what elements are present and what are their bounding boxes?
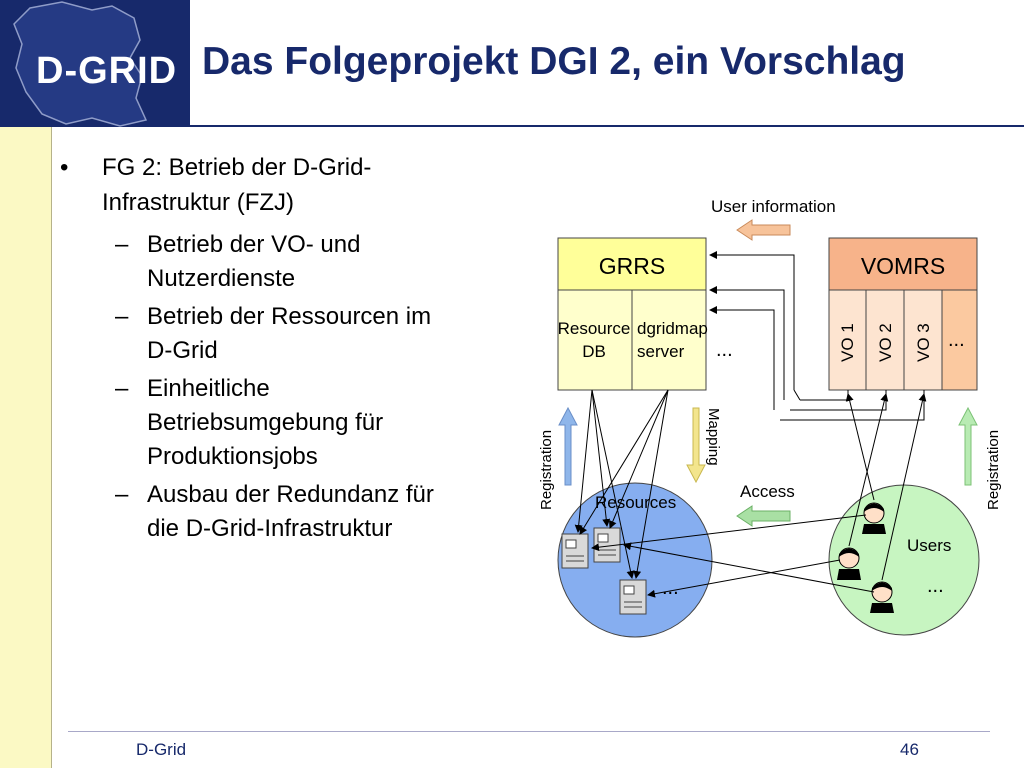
resources-circle [557,482,713,638]
resource-db-label: DB [582,342,606,361]
registration-right-label: Registration [985,430,1002,510]
user-information-label: User information [711,197,836,216]
vo3-label: VO 3 [914,323,933,362]
vo-to-grrs-connections [709,251,925,421]
bullet-main-line2: Infrastruktur (FZJ) [102,189,295,216]
mapping-label: Mapping [705,408,722,466]
users-label: Users [907,536,951,555]
bullet-dot: • [60,154,69,181]
sub-bullet-text: Nutzerdienste [147,265,296,292]
user-information-arrow [736,219,791,241]
grrs-label: GRRS [599,253,665,279]
bullet-main-line1: FG 2: Betrieb der D-Grid- [102,154,372,181]
registration-right-arrow [958,406,978,486]
dgridmap-label: dgridmap [637,319,708,338]
sub-bullet-text: Betrieb der VO- und [147,231,361,258]
title-bar [190,0,1024,125]
users-circle [828,484,980,636]
vo1-label: VO 1 [838,323,857,362]
dgrid-logo: D-GRID [0,0,190,127]
resources-ellipsis: ... [662,577,679,599]
sub-bullet-text: Betrieb der Ressourcen im [147,303,432,330]
vo-ellipsis: ... [948,329,965,351]
sub-bullet-text: D-Grid [147,337,218,364]
grrs-box [557,237,707,391]
page-number: 46 [900,740,919,759]
registration-left-label: Registration [538,430,555,510]
dgridmap-label: server [637,342,685,361]
architecture-diagram: User information GRRS Resource DB dgridm… [538,197,1002,638]
sub-bullet-text: Betriebsumgebung für [147,409,384,436]
registration-left-arrow [558,406,578,486]
logo-text: D-GRID [36,50,178,92]
server-icon [619,579,647,615]
footer-label: D-Grid [136,740,187,759]
mapping-arrow [686,407,706,484]
germany-map-icon [13,1,148,127]
access-label: Access [740,482,795,501]
sub-bullet-text: Produktionsjobs [147,443,318,470]
vomrs-box [828,237,978,391]
server-icon [561,533,589,569]
user-icon [862,502,886,534]
resource-db-label: Resource [558,319,631,338]
access-arrow [736,505,791,527]
header-divider [190,125,1024,127]
grrs-ellipsis: ... [716,339,733,361]
vomrs-label: VOMRS [861,253,945,279]
footer-divider [68,731,990,732]
vo2-label: VO 2 [876,323,895,362]
side-strip [0,127,52,768]
users-connections [591,393,927,598]
user-icon [837,547,861,580]
sub-bullet-text: Ausbau der Redundanz für [147,481,434,508]
sub-bullet-text: die D-Grid-Infrastruktur [147,515,393,542]
users-ellipsis: ... [927,575,944,597]
slide-title: Das Folgeprojekt DGI 2, ein Vorschlag [202,40,906,83]
sub-bullet-text: Einheitliche [147,375,270,402]
user-icon [870,581,894,613]
resources-label: Resources [595,493,676,512]
